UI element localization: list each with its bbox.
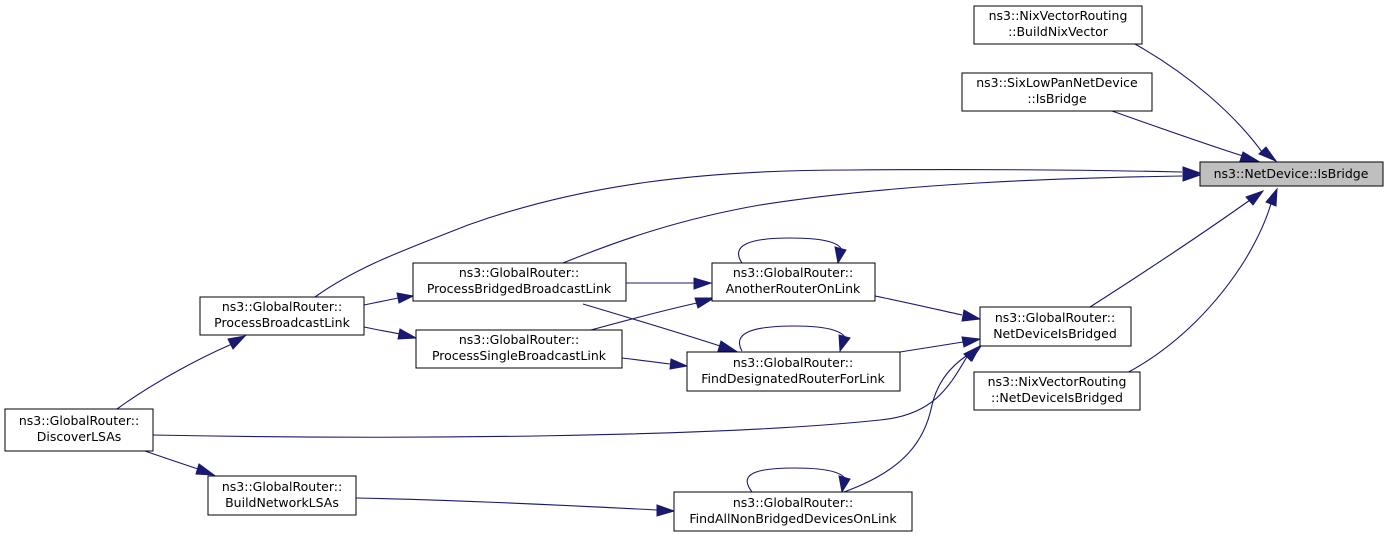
edge-arrowhead bbox=[669, 358, 689, 370]
node-label-line1: ns3::GlobalRouter:: bbox=[733, 355, 853, 370]
edge-processbridged-to-finddesignated bbox=[582, 303, 721, 347]
node-label-line1: ns3::GlobalRouter:: bbox=[733, 265, 853, 280]
node-label-line1: ns3::SixLowPanNetDevice bbox=[976, 75, 1138, 90]
edge-arrowhead bbox=[838, 475, 851, 494]
node-label-line2: DiscoverLSAs bbox=[37, 429, 122, 444]
edge-discoverlsas-to-netdeviceisbridged bbox=[152, 354, 969, 438]
node-label-line2: ProcessSingleBroadcastLink bbox=[432, 348, 607, 363]
edge-nix-build-to-isbridge bbox=[1134, 43, 1263, 153]
edge-anotherrouter-to-netdeviceisbridged bbox=[874, 295, 963, 316]
edge-arrowhead bbox=[834, 246, 847, 265]
node-label-line1: ns3::GlobalRouter:: bbox=[222, 299, 342, 314]
node-globalrouter-netdeviceisbridged[interactable]: ns3::GlobalRouter:: NetDeviceIsBridged bbox=[979, 306, 1132, 347]
node-netdevice-isbridge[interactable]: ns3::NetDevice::IsBridge bbox=[1199, 161, 1384, 187]
node-label-line2: ProcessBroadcastLink bbox=[214, 315, 350, 330]
edge-netdeviceisbridged-to-isbridge bbox=[1089, 199, 1251, 308]
edge-arrowhead bbox=[838, 334, 851, 353]
edge-arrowhead bbox=[963, 344, 983, 362]
edge-processbroadcast-to-processbridged bbox=[363, 297, 399, 306]
node-label-line1: ns3::GlobalRouter:: bbox=[19, 413, 139, 428]
node-label-line1: ns3::GlobalRouter:: bbox=[995, 310, 1115, 325]
edge-arrowhead bbox=[694, 297, 716, 309]
edge-arrowhead bbox=[961, 309, 982, 322]
node-label-line2: AnotherRouterOnLink bbox=[726, 281, 861, 296]
edge-arrowhead bbox=[1258, 146, 1278, 163]
node-globalrouter-processbroadcastlink[interactable]: ns3::GlobalRouter:: ProcessBroadcastLink bbox=[199, 296, 365, 336]
node-globalrouter-anotherrouteronlink[interactable]: ns3::GlobalRouter:: AnotherRouterOnLink bbox=[711, 262, 876, 302]
node-label-line2: FindAllNonBridgedDevicesOnLink bbox=[689, 511, 897, 526]
edge-arrowhead bbox=[1239, 151, 1260, 162]
edge-arrowhead bbox=[1265, 187, 1278, 207]
node-label-line2: NetDeviceIsBridged bbox=[993, 326, 1117, 341]
edge-sixlowpan-to-isbridge bbox=[1111, 110, 1244, 157]
node-label-line2: BuildNetworkLSAs bbox=[225, 495, 339, 510]
edge-anotherrouter-self bbox=[738, 237, 843, 264]
node-label-line2: ::NetDeviceIsBridged bbox=[991, 390, 1123, 405]
edge-discoverlsas-to-processbroadcast bbox=[116, 343, 233, 410]
edge-arrowhead bbox=[1245, 190, 1265, 206]
edge-processbridged-to-isbridge bbox=[562, 175, 1183, 264]
node-globalrouter-findallnonbridgeddevicesonlink[interactable]: ns3::GlobalRouter:: FindAllNonBridgedDev… bbox=[673, 491, 913, 532]
node-label-line2: ::IsBridge bbox=[1027, 91, 1087, 106]
edge-finddesignated-self bbox=[738, 325, 847, 352]
graph-nodes: ns3::NixVectorRouting ::BuildNixVector n… bbox=[4, 5, 1384, 532]
node-globalrouter-processbridgedbroadcastlink[interactable]: ns3::GlobalRouter:: ProcessBridgedBroadc… bbox=[412, 262, 627, 302]
node-globalrouter-buildnetworklsas[interactable]: ns3::GlobalRouter:: BuildNetworkLSAs bbox=[207, 475, 357, 516]
graph-edges bbox=[116, 43, 1278, 517]
node-label-line1: ns3::NixVectorRouting bbox=[988, 374, 1127, 389]
node-label-line1: ns3::GlobalRouter:: bbox=[222, 479, 342, 494]
node-label-line2: FindDesignatedRouterForLink bbox=[701, 371, 885, 386]
edge-processbroadcast-to-isbridge bbox=[314, 169, 1183, 298]
edge-discoverlsas-to-buildnetworklsas bbox=[144, 450, 199, 470]
node-globalrouter-discoverlsas[interactable]: ns3::GlobalRouter:: DiscoverLSAs bbox=[4, 408, 154, 452]
edge-finddesignated-to-netdeviceisbridged bbox=[899, 341, 964, 353]
edge-findallnonbridged-to-netdeviceisbridged bbox=[843, 355, 967, 493]
node-label-line1: ns3::NixVectorRouting bbox=[989, 8, 1128, 23]
edge-arrowhead bbox=[656, 504, 676, 517]
node-globalrouter-processsinglebroadcastlink[interactable]: ns3::GlobalRouter:: ProcessSingleBroadca… bbox=[415, 329, 623, 369]
edge-arrowhead bbox=[396, 292, 415, 304]
node-label-line2: ::BuildNixVector bbox=[1008, 24, 1109, 39]
node-nixvectorrouting-netdeviceisbridged[interactable]: ns3::NixVectorRouting ::NetDeviceIsBridg… bbox=[973, 371, 1141, 411]
edge-processsingle-to-finddesignated bbox=[621, 357, 671, 365]
edge-processsingle-to-anotherrouter bbox=[579, 302, 698, 334]
edge-nixisbridged-to-isbridge bbox=[1124, 199, 1273, 375]
node-sixlowpannetdevice-isbridge[interactable]: ns3::SixLowPanNetDevice ::IsBridge bbox=[961, 72, 1153, 112]
edge-arrowhead bbox=[961, 336, 982, 348]
edge-findallnonbridged-self bbox=[746, 467, 847, 493]
node-label-line1: ns3::GlobalRouter:: bbox=[733, 495, 853, 510]
node-label-focus: ns3::NetDevice::IsBridge bbox=[1214, 166, 1369, 181]
edge-arrowhead bbox=[397, 328, 418, 340]
edge-buildnetworklsas-to-findallnonbridged bbox=[355, 497, 658, 511]
edge-arrowhead bbox=[717, 340, 738, 352]
edge-arrowhead bbox=[693, 277, 713, 290]
node-label-line1: ns3::GlobalRouter:: bbox=[459, 332, 579, 347]
edge-arrowhead bbox=[195, 463, 216, 476]
edge-arrowhead bbox=[227, 335, 247, 350]
node-label-line1: ns3::GlobalRouter:: bbox=[459, 265, 579, 280]
node-nixvectorrouting-buildnixvector[interactable]: ns3::NixVectorRouting ::BuildNixVector bbox=[973, 5, 1143, 45]
node-globalrouter-finddesignatedrouterforlink[interactable]: ns3::GlobalRouter:: FindDesignatedRouter… bbox=[686, 351, 901, 392]
edge-processbroadcast-to-processsingle bbox=[363, 326, 401, 335]
edge-arrowhead bbox=[1182, 169, 1202, 182]
node-label-line2: ProcessBridgedBroadcastLink bbox=[427, 281, 612, 296]
